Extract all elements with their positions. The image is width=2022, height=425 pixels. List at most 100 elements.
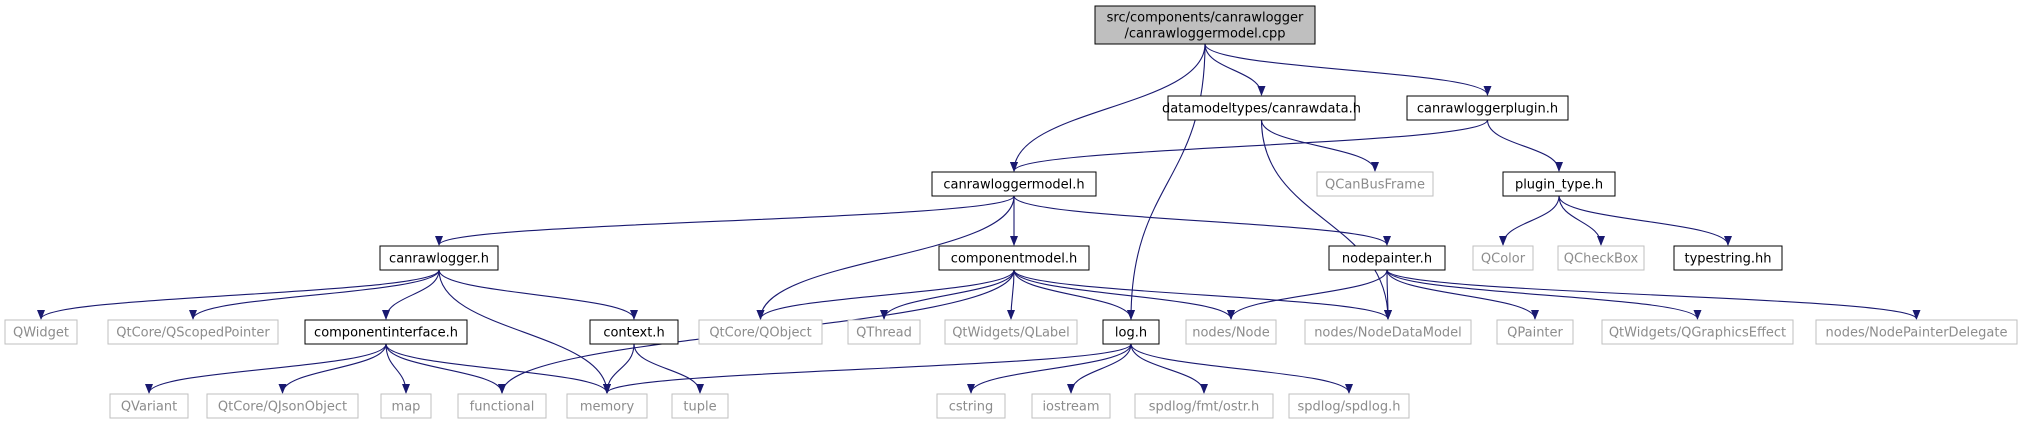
node-label: nodes/NodeDataModel [1314, 326, 1462, 341]
node-nodepainterdelegate: nodes/NodePainterDelegate [1815, 319, 2018, 345]
node-canrawloggerplugin-h[interactable]: canrawloggerplugin.h [1406, 95, 1569, 121]
node-label: QtCore/QJsonObject [218, 400, 347, 415]
node-iostream: iostream [1031, 393, 1111, 419]
node-label: context.h [603, 326, 664, 341]
node-box [1134, 393, 1274, 419]
node-box [936, 393, 1006, 419]
edge-componentinterface-h-to-qjsonobject [278, 343, 387, 394]
node-label: componentinterface.h [314, 326, 458, 341]
edges-layer [37, 43, 1921, 394]
node-canrawlogger-h[interactable]: canrawlogger.h [379, 245, 499, 271]
node-tuple: tuple [671, 393, 729, 419]
edge-canrawloggerplugin-h-to-plugin-type-h [1486, 119, 1563, 172]
edge-componentinterface-h-to-memory [385, 343, 611, 394]
node-box [944, 319, 1078, 345]
node-label: QColor [1481, 252, 1526, 267]
edge-canrawloggermodel-h-to-nodepainter-h [1013, 195, 1391, 246]
node-nodepainter-h[interactable]: nodepainter.h [1328, 245, 1446, 271]
node-label: nodepainter.h [1342, 252, 1432, 267]
edge-root-to-canrawloggerplugin-h [1204, 43, 1492, 96]
node-cstring: cstring [936, 393, 1006, 419]
node-canrawdata-h[interactable]: datamodeltypes/canrawdata.h [1162, 95, 1361, 121]
edge-plugin-type-h-to-qcheckbox [1558, 195, 1605, 246]
node-box [931, 171, 1097, 197]
edge-log-h-to-fmt-ostr-h [1130, 343, 1208, 394]
edge-nodepainter-h-to-nodes-nodedatamodel [1383, 269, 1392, 320]
node-label: log.h [1115, 326, 1147, 341]
node-label: typestring.hh [1685, 252, 1772, 267]
node-label: canrawloggermodel.h [943, 178, 1084, 193]
edge-root-to-canrawloggermodel-h [1010, 43, 1206, 172]
edge-context-h-to-tuple [633, 343, 704, 394]
node-root[interactable]: src/components/canrawlogger/canrawlogger… [1094, 5, 1316, 45]
node-context-h[interactable]: context.h [589, 319, 679, 345]
node-memory: memory [566, 393, 648, 419]
node-box [1167, 95, 1356, 121]
edge-log-h-to-iostream [1067, 343, 1132, 394]
node-box [457, 393, 547, 419]
edge-componentinterface-h-to-functional [385, 343, 506, 394]
node-box [1406, 95, 1569, 121]
node-label: QCanBusFrame [1325, 178, 1425, 193]
node-functional: functional [457, 393, 547, 419]
node-box [589, 319, 679, 345]
node-label: spdlog/spdlog.h [1298, 400, 1401, 415]
node-box [1673, 245, 1783, 271]
node-qwidget: QWidget [4, 319, 78, 345]
node-map: map [380, 393, 432, 419]
node-componentmodel-h[interactable]: componentmodel.h [938, 245, 1090, 271]
node-label: map [392, 400, 421, 415]
node-typestring-hh[interactable]: typestring.hh [1673, 245, 1783, 271]
edge-root-to-log-h [1127, 43, 1206, 320]
node-box [698, 319, 823, 345]
node-label: plugin_type.h [1515, 178, 1603, 193]
node-canrawloggermodel-h[interactable]: canrawloggermodel.h [931, 171, 1097, 197]
node-label: QPainter [1507, 326, 1563, 341]
edge-nodepainter-h-to-nodepainterdelegate [1386, 269, 1921, 320]
node-qthread: QThread [847, 319, 921, 345]
node-label: QtCore/QScopedPointer [116, 326, 270, 341]
edge-componentmodel-h-to-nodes-node [1013, 269, 1235, 320]
node-box [109, 393, 189, 419]
edge-nodepainter-h-to-qgraphicseffect [1386, 269, 1702, 320]
node-box [1496, 319, 1574, 345]
node-box [1185, 319, 1277, 345]
node-log-h[interactable]: log.h [1102, 319, 1160, 345]
node-box [671, 393, 729, 419]
edge-canrawlogger-h-to-qscopedpointer [189, 269, 440, 320]
node-label: cstring [949, 400, 993, 415]
node-nodes-node: nodes/Node [1185, 319, 1277, 345]
node-fmt-ostr-h: spdlog/fmt/ostr.h [1134, 393, 1274, 419]
node-qscopedpointer: QtCore/QScopedPointer [107, 319, 279, 345]
nodes-layer: src/components/canrawlogger/canrawlogger… [4, 5, 2018, 419]
edge-log-h-to-spdlog-h [1130, 343, 1353, 394]
node-box [1094, 5, 1316, 45]
node-box [1601, 319, 1794, 345]
node-box [379, 245, 499, 271]
node-box [107, 319, 279, 345]
node-spdlog-h: spdlog/spdlog.h [1288, 393, 1410, 419]
node-box [1815, 319, 2018, 345]
node-nodes-nodedatamodel: nodes/NodeDataModel [1304, 319, 1472, 345]
edge-componentmodel-h-to-nodes-nodedatamodel [1013, 269, 1392, 320]
edge-componentmodel-h-to-log-h [1013, 269, 1135, 320]
node-label: tuple [683, 400, 716, 415]
node-qvariant: QVariant [109, 393, 189, 419]
node-label: QtCore/QObject [709, 326, 811, 341]
node-label: functional [470, 400, 535, 415]
node-label: canrawlogger.h [389, 252, 489, 267]
edge-componentmodel-h-to-qthread [880, 269, 1015, 320]
node-box [566, 393, 648, 419]
edge-canrawlogger-h-to-context-h [438, 269, 638, 320]
node-box [1288, 393, 1410, 419]
node-box [1557, 245, 1645, 271]
node-qcolor: QColor [1472, 245, 1534, 271]
node-plugin-type-h[interactable]: plugin_type.h [1502, 171, 1616, 197]
edge-canrawlogger-h-to-qwidget [37, 269, 440, 320]
node-label: QtWidgets/QGraphicsEffect [1609, 326, 1786, 341]
node-box [4, 319, 78, 345]
node-componentinterface-h[interactable]: componentinterface.h [304, 319, 468, 345]
node-label: QWidget [13, 326, 69, 341]
node-label: QCheckBox [1564, 252, 1639, 267]
node-label: spdlog/fmt/ostr.h [1149, 400, 1260, 415]
